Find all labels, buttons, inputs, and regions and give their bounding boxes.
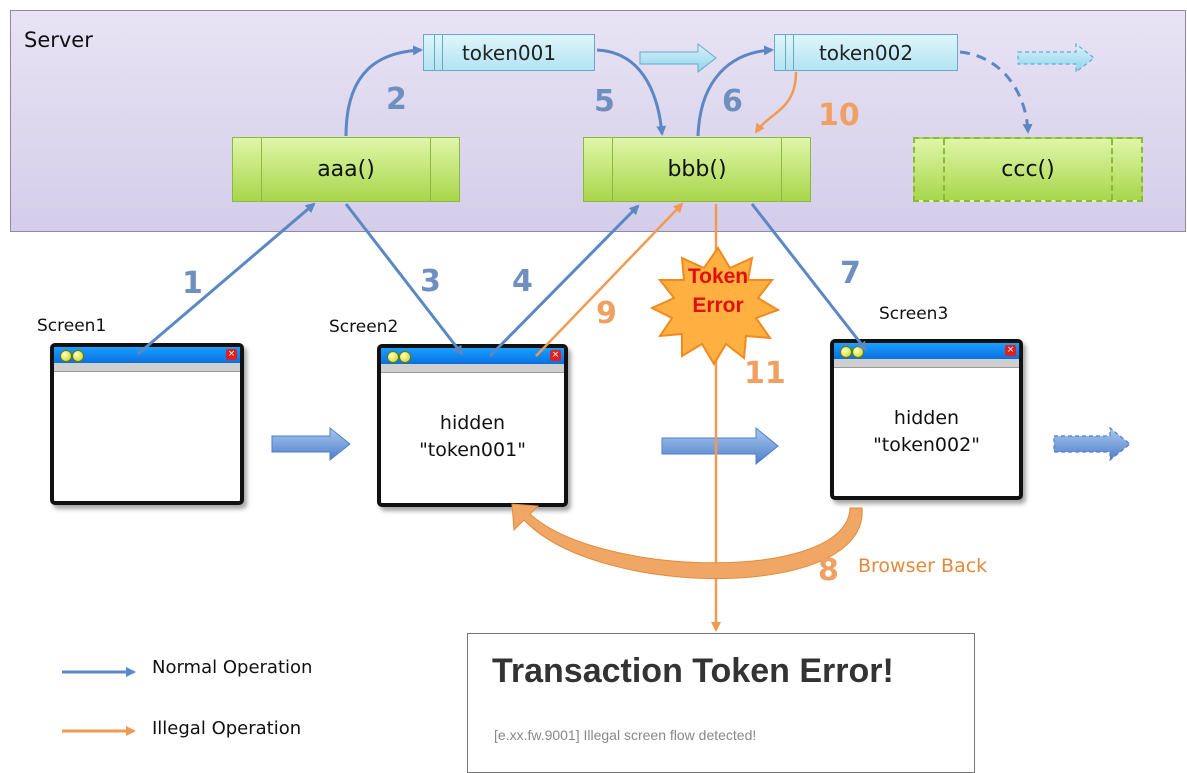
- step-7: 7: [840, 256, 861, 291]
- method-ccc-label: ccc(): [1001, 157, 1055, 182]
- legend-illegal-label: Illegal Operation: [152, 718, 302, 739]
- flow-arrow-server-2: [1017, 42, 1095, 74]
- token001-label: token001: [461, 40, 557, 65]
- arrow-to-ccc: [959, 50, 1033, 134]
- token-error-text: Token Error: [668, 262, 768, 320]
- step-11: 11: [744, 356, 786, 391]
- method-aaa-label: aaa(): [317, 157, 375, 182]
- token002-label: token002: [818, 40, 914, 65]
- screen2-token-value: "token001": [419, 439, 526, 461]
- method-aaa: aaa(): [232, 137, 460, 202]
- arrow-step-9: [535, 202, 684, 357]
- token-error-burst: [649, 246, 781, 366]
- screen3-label: Screen3: [879, 304, 949, 324]
- token-box-token002: token002: [774, 34, 958, 71]
- close-icon: ×: [550, 350, 561, 361]
- close-icon: ×: [226, 349, 237, 360]
- step-4: 4: [512, 264, 533, 299]
- arrow-step-3: [344, 203, 464, 356]
- step-8: 8: [818, 553, 839, 588]
- server-label: Server: [24, 28, 93, 52]
- screen2-label: Screen2: [329, 317, 399, 337]
- screen2-hidden-label: hidden: [439, 412, 506, 434]
- arrow-step-6: [696, 45, 774, 137]
- token-box-token001: token001: [423, 34, 595, 71]
- error-page-message: [e.xx.fw.9001] Illegal screen flow detec…: [494, 727, 757, 743]
- close-icon: ×: [1005, 345, 1016, 356]
- error-page: Transaction Token Error! [e.xx.fw.9001] …: [467, 633, 975, 773]
- error-page-title: Transaction Token Error!: [492, 652, 894, 690]
- flow-arrow-server-1: [639, 42, 717, 74]
- arrow-step-10: [754, 71, 798, 134]
- arrow-step-2: [344, 45, 423, 137]
- screen2-window: × hidden "token001": [377, 344, 568, 507]
- screen3-hidden-label: hidden: [893, 407, 960, 429]
- step-2: 2: [386, 82, 407, 117]
- token-error-line2: Error: [692, 294, 744, 317]
- flow-arrow-screen-2: [661, 426, 779, 466]
- screen3-token-value: "token002": [873, 434, 980, 456]
- step-6: 6: [722, 84, 743, 119]
- legend-normal-label: Normal Operation: [152, 657, 313, 678]
- step-1: 1: [182, 266, 203, 301]
- step-5: 5: [594, 84, 615, 119]
- arrow-step-1: [137, 202, 316, 356]
- flow-arrow-screen-1: [271, 426, 351, 462]
- screen1-label: Screen1: [37, 316, 107, 336]
- method-bbb: bbb(): [583, 137, 811, 202]
- method-ccc: ccc(): [913, 137, 1143, 202]
- flow-arrow-screen-3: [1053, 426, 1131, 462]
- browser-back-arrow: [511, 503, 863, 579]
- step-10: 10: [818, 98, 860, 133]
- browser-back-label: Browser Back: [858, 555, 988, 577]
- method-bbb-label: bbb(): [667, 157, 727, 182]
- token-error-line1: Token: [687, 265, 749, 288]
- step-3: 3: [420, 264, 441, 299]
- step-9: 9: [596, 296, 617, 331]
- arrow-step-5: [596, 48, 667, 136]
- arrow-step-7: [750, 203, 868, 352]
- screen3-window: × hidden "token002": [830, 339, 1023, 500]
- flow-arrows: [62, 42, 1131, 736]
- arrow-step-4: [488, 204, 640, 358]
